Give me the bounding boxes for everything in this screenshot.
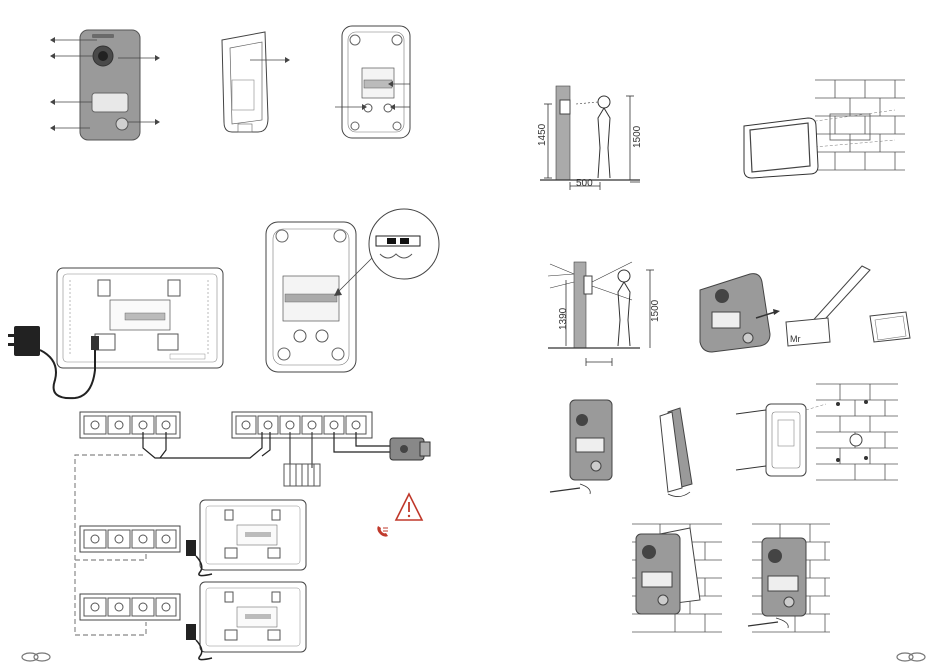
extension-monitor-1 bbox=[186, 500, 306, 576]
eye-height-2-label: 1500 bbox=[650, 299, 661, 322]
eye-height-label: 1500 bbox=[632, 125, 643, 148]
exit-button bbox=[284, 464, 320, 486]
mounted-station-2 bbox=[748, 524, 830, 632]
warning-triangle-icon bbox=[396, 494, 422, 520]
electric-lock bbox=[390, 438, 430, 460]
extension-monitor-2 bbox=[186, 582, 306, 660]
monitor-back bbox=[57, 268, 223, 368]
monitor-terminal bbox=[80, 412, 180, 438]
distance-label: 500 bbox=[576, 178, 593, 189]
door-terminal bbox=[232, 412, 372, 438]
extension-terminal-2 bbox=[80, 594, 180, 620]
height-diagram-1: 1450 1500 500 bbox=[537, 86, 643, 190]
monitor-wall-mount bbox=[744, 80, 905, 178]
chain-logo-icon bbox=[22, 653, 50, 661]
name-card-label: Mr bbox=[790, 334, 801, 344]
height-diagram-2: 1390 1500 bbox=[548, 262, 661, 366]
door-station-back bbox=[335, 26, 410, 138]
camera-height-2-label: 1390 bbox=[558, 307, 569, 330]
pencil-and-card: Mr bbox=[786, 266, 910, 346]
door-station-angled bbox=[700, 274, 780, 352]
mounted-station-1 bbox=[632, 524, 722, 632]
door-station-front bbox=[50, 30, 160, 140]
extension-terminal-1 bbox=[80, 526, 180, 552]
chain-logo-icon bbox=[897, 653, 925, 661]
phone-icon bbox=[377, 526, 388, 537]
door-station-side bbox=[660, 408, 692, 497]
backplate-wall bbox=[736, 384, 898, 480]
door-station-back-large bbox=[266, 209, 439, 372]
door-station-front-2 bbox=[550, 400, 612, 494]
rain-cover bbox=[222, 32, 290, 132]
camera-height-label: 1450 bbox=[537, 123, 548, 146]
